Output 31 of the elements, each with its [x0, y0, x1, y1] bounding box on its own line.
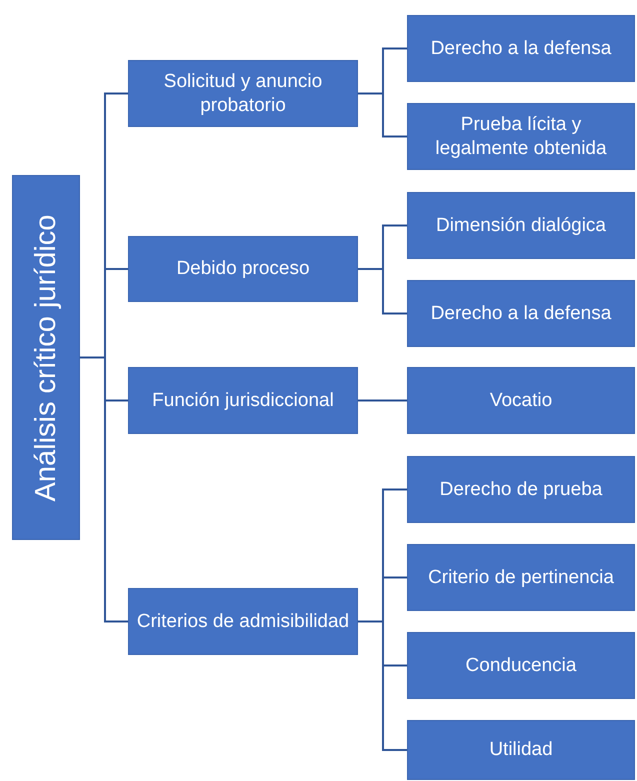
topic-box: [128, 60, 358, 127]
box-label: Derecho a la defensa: [430, 36, 612, 60]
box-label: Función jurisdiccional: [152, 388, 334, 412]
topic-box: [128, 367, 358, 434]
topic-box: [407, 192, 635, 259]
topic-box: [407, 103, 635, 170]
box-label: Criterio de pertinencia: [428, 566, 614, 590]
box-label: Solicitud y anuncio probatorio: [162, 70, 324, 118]
box-label: Debido proceso: [176, 257, 310, 281]
box-label: Utilidad: [489, 738, 553, 762]
topic-box: [407, 280, 635, 347]
box-label: Vocatio: [490, 388, 552, 412]
root-box: [12, 175, 80, 540]
topic-box: [407, 544, 635, 611]
box-label: Prueba lícita y legalmente obtenida: [434, 112, 608, 160]
connector-line: [80, 356, 128, 622]
box-label: Criterios de admisibilidad: [136, 610, 350, 634]
topic-box: [407, 456, 635, 523]
topic-box: [407, 632, 635, 699]
topic-box: [407, 15, 635, 82]
connector-line: [358, 400, 407, 402]
box-label: Análisis crítico jurídico: [28, 214, 63, 501]
topic-box: [128, 236, 358, 302]
topic-box: [407, 367, 635, 434]
topic-box: [128, 588, 358, 655]
connector-line: [358, 620, 407, 751]
topic-box: [407, 720, 635, 780]
box-label: Conducencia: [466, 654, 576, 678]
box-label: Dimensión dialógica: [436, 214, 606, 238]
box-label: Derecho de prueba: [440, 478, 602, 502]
box-label: Derecho a la defensa: [430, 302, 612, 326]
